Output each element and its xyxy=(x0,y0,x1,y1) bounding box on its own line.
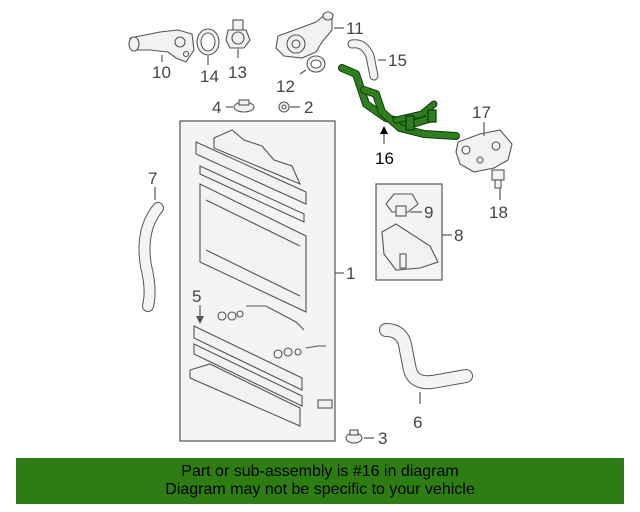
callout-11[interactable]: 11 xyxy=(346,19,364,38)
callout-9[interactable]: 9 xyxy=(424,203,433,222)
part-9-reservoir-cap[interactable] xyxy=(385,193,419,217)
callout-1[interactable]: 1 xyxy=(346,264,355,283)
banner-line-1: Part or sub-assembly is #16 in diagram xyxy=(181,463,459,480)
part-15-hose[interactable] xyxy=(347,39,379,81)
radiator-core xyxy=(199,183,307,313)
part-10-water-inlet[interactable] xyxy=(128,29,195,63)
callout-10[interactable]: 10 xyxy=(152,63,171,82)
callout-5[interactable]: 5 xyxy=(192,287,201,306)
callout-12[interactable]: 12 xyxy=(276,77,295,96)
callout-3[interactable]: 3 xyxy=(378,429,387,448)
part-7-upper-hose[interactable] xyxy=(138,202,164,312)
part-13-thermostat[interactable] xyxy=(225,19,251,49)
part-17-outlet-housing[interactable] xyxy=(455,129,513,173)
info-banner: Part or sub-assembly is #16 in diagram D… xyxy=(16,458,624,504)
leader-12 xyxy=(299,69,307,75)
part-3-drain-cock[interactable] xyxy=(345,429,363,444)
banner-line-2: Diagram may not be specific to your vehi… xyxy=(165,481,475,498)
callout-17[interactable]: 17 xyxy=(472,103,491,122)
part-11-water-outlet[interactable] xyxy=(275,11,334,59)
part-12-gasket[interactable] xyxy=(306,55,326,73)
part-6-lower-hose[interactable] xyxy=(379,323,473,390)
callout-14[interactable]: 14 xyxy=(200,67,219,86)
radiator-fittings xyxy=(217,305,333,409)
leader-16-arrow xyxy=(380,126,388,134)
callout-13[interactable]: 13 xyxy=(228,63,247,82)
radiator-upper-tank xyxy=(195,129,307,223)
part-14-gasket[interactable] xyxy=(196,28,220,56)
callout-2[interactable]: 2 xyxy=(304,98,313,117)
part-2-drain-plug[interactable] xyxy=(278,101,290,113)
radiator-lower-tank xyxy=(189,325,303,427)
callout-8[interactable]: 8 xyxy=(454,226,463,245)
reservoir-tank xyxy=(381,223,439,271)
callout-7[interactable]: 7 xyxy=(148,169,157,188)
part-16-bypass-pipe[interactable] xyxy=(338,64,460,140)
parts-diagram: 10 14 13 11 12 15 xyxy=(128,11,513,448)
callout-18[interactable]: 18 xyxy=(489,203,508,222)
callout-4[interactable]: 4 xyxy=(212,98,221,117)
callout-15[interactable]: 15 xyxy=(388,51,407,70)
callout-16[interactable]: 16 xyxy=(375,149,394,168)
leader-5-arrow xyxy=(196,316,204,324)
callout-6[interactable]: 6 xyxy=(413,413,422,432)
part-4-radiator-cap[interactable] xyxy=(233,99,255,113)
part-18-temp-sensor[interactable] xyxy=(491,169,505,189)
